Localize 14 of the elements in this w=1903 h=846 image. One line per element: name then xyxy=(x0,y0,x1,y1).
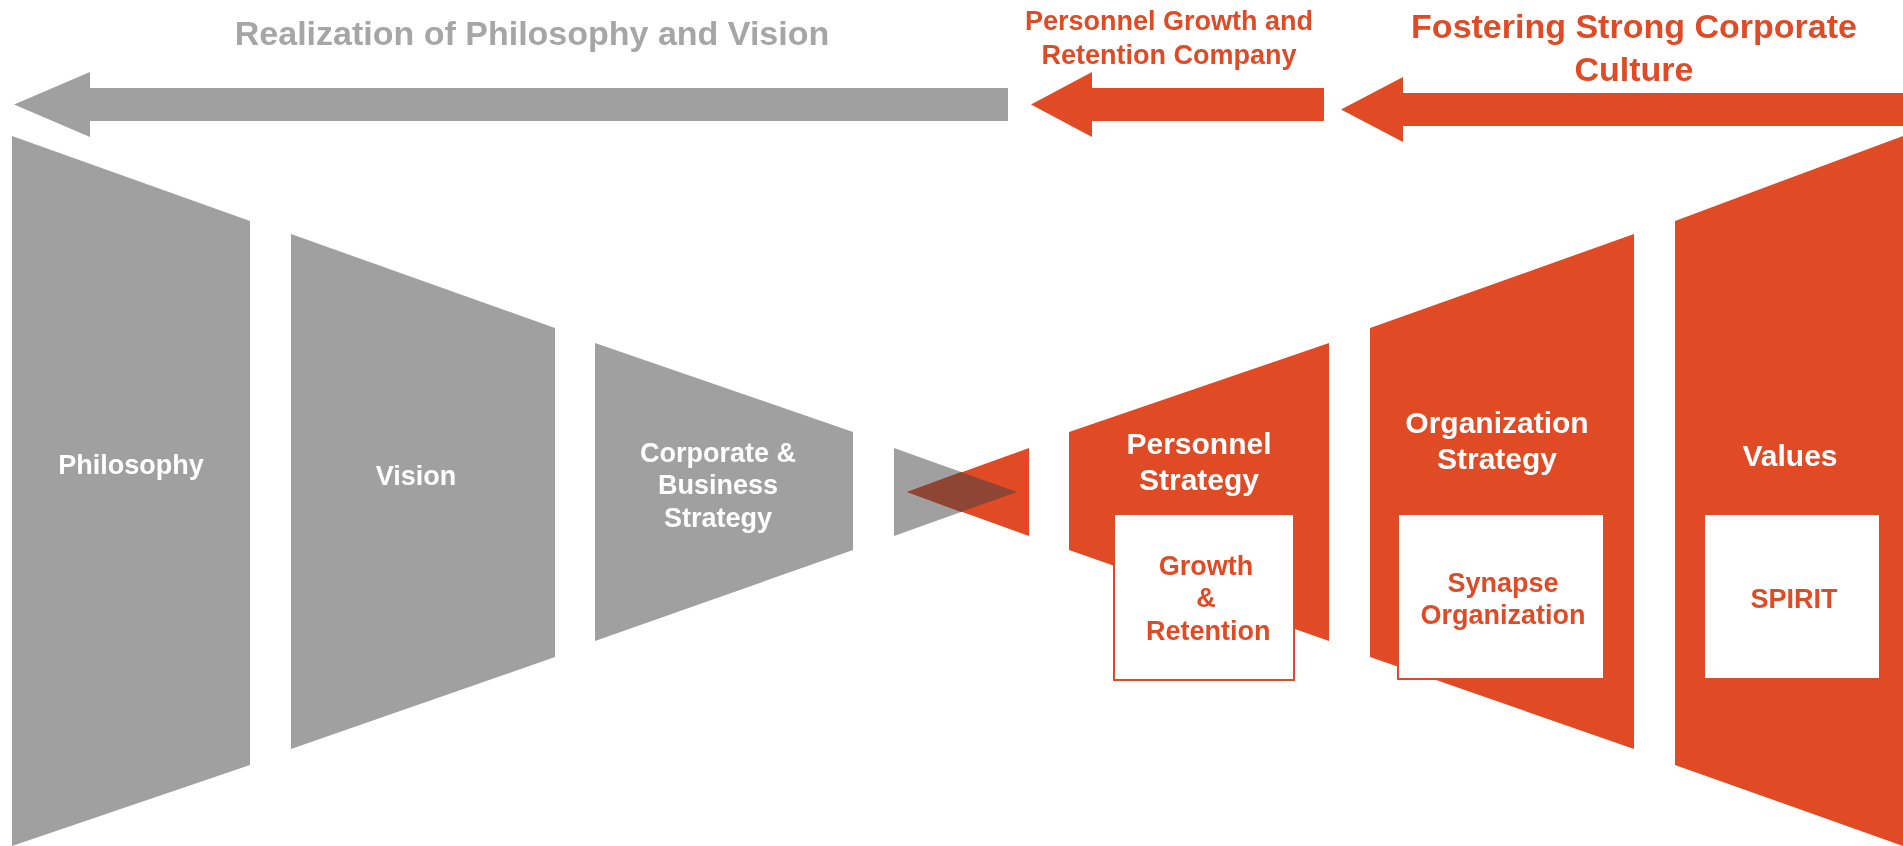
arrow-caption: Fostering Strong Corporate Culture xyxy=(1410,6,1858,90)
stage-title: Values xyxy=(1741,438,1839,474)
text-panel xyxy=(1113,513,1295,681)
stage-title: Personnel Strategy xyxy=(1125,426,1273,498)
panel-text: SPIRIT xyxy=(1749,582,1839,616)
arrow-caption: Personnel Growth and Retention Company xyxy=(1023,5,1314,72)
text-panel xyxy=(1397,513,1605,680)
stage-title: Corporate & Business Strategy xyxy=(639,437,797,535)
stage-title: Organization Strategy xyxy=(1404,405,1590,477)
panel-text: Synapse Organization xyxy=(1419,566,1587,632)
stage-title: Philosophy xyxy=(57,448,205,482)
text-panel xyxy=(1703,513,1881,680)
stage-title: Vision xyxy=(374,459,458,493)
arrow-caption: Realization of Philosophy and Vision xyxy=(233,13,831,54)
